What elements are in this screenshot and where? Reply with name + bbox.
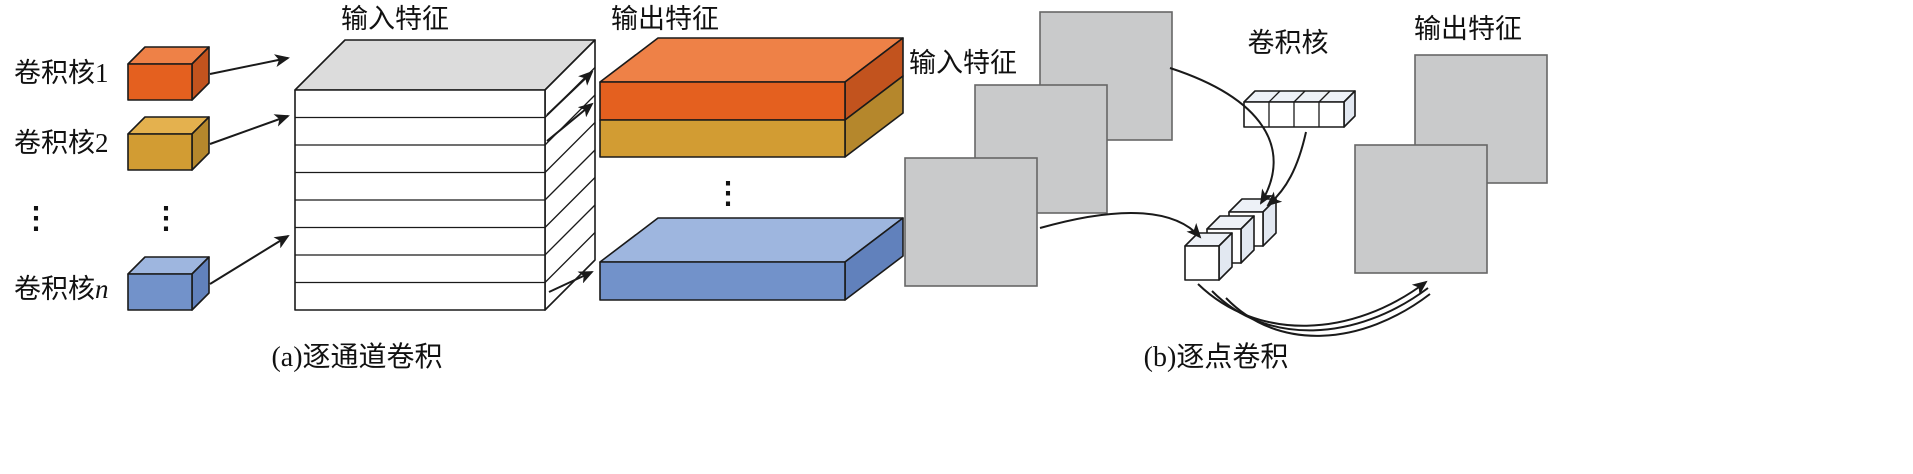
arrow-kernel2-to-stack [209,114,290,145]
output-slab-gold [599,75,904,158]
kernel-2-box-front-face [127,133,193,171]
gold-slab-front-face [599,119,846,158]
cube-front [1184,232,1233,281]
input-map-front [904,157,1038,287]
output-ellipsis: ⋮ [713,177,743,210]
arrow-stack-to-blue [548,271,594,293]
kernel-2-box [127,116,210,171]
output-feature-label-b: 输出特征 [1414,14,1522,44]
arrow-stack-to-gold [546,102,594,142]
arrow-kerneln-to-stack [209,234,290,285]
stack-top-face [294,39,596,91]
panel-b-caption: (b)逐点卷积 [1144,341,1289,373]
panel-a: 卷积核1 卷积核2 ⋮ 卷积核n ⋮ 输入特征 [14,4,904,373]
output-map-front [1354,144,1488,274]
output-slab-orange [599,37,904,121]
kernel-n-label: 卷积核n [14,274,109,304]
output-feature-maps [1354,54,1548,274]
arrow-cubes-to-output-2 [1211,287,1429,332]
kernel-bar-dividers [1268,90,1331,127]
stack-layer-lines [295,116,545,284]
kernel-box-ellipsis: ⋮ [151,202,181,235]
pointwise-cube-stack [1184,198,1277,281]
panel-a-caption: (a)逐通道卷积 [271,341,442,373]
orange-slab-front-face [599,81,846,121]
input-feature-label-b: 输入特征 [909,48,1017,78]
kernel-1-label: 卷积核1 [14,58,109,88]
kernel-n-box [127,256,210,311]
input-feature-maps [904,11,1173,287]
panel-b: 输入特征 卷积核 [904,11,1548,373]
kernel-label-b: 卷积核 [1248,28,1329,58]
kernel-label-ellipsis: ⋮ [21,202,51,235]
output-slab-blue [599,217,904,301]
arrow-kernel1-to-stack [209,54,290,75]
arrow-stack-to-orange [546,70,594,116]
blue-slab-front-face [599,261,846,301]
arrow-frontmap-to-cubes [1039,211,1202,239]
input-feature-label-a: 输入特征 [341,4,449,34]
arrow-cubes-to-output-3 [1225,293,1431,337]
arrow-kernel-to-cubes [1266,131,1307,207]
arrow-backmap-to-cubes [1169,67,1275,205]
kernel-2-label: 卷积核2 [14,128,109,158]
kernel-n-box-front-face [127,273,193,311]
arrow-cubes-to-output-1 [1197,280,1428,327]
kernel-1-box [127,46,210,101]
pointwise-kernel-bar [1243,90,1356,128]
output-feature-label-a: 输出特征 [611,4,719,34]
kernel-1-box-front-face [127,63,193,101]
cube-front-front-face [1184,245,1220,281]
input-feature-stack [294,39,596,311]
